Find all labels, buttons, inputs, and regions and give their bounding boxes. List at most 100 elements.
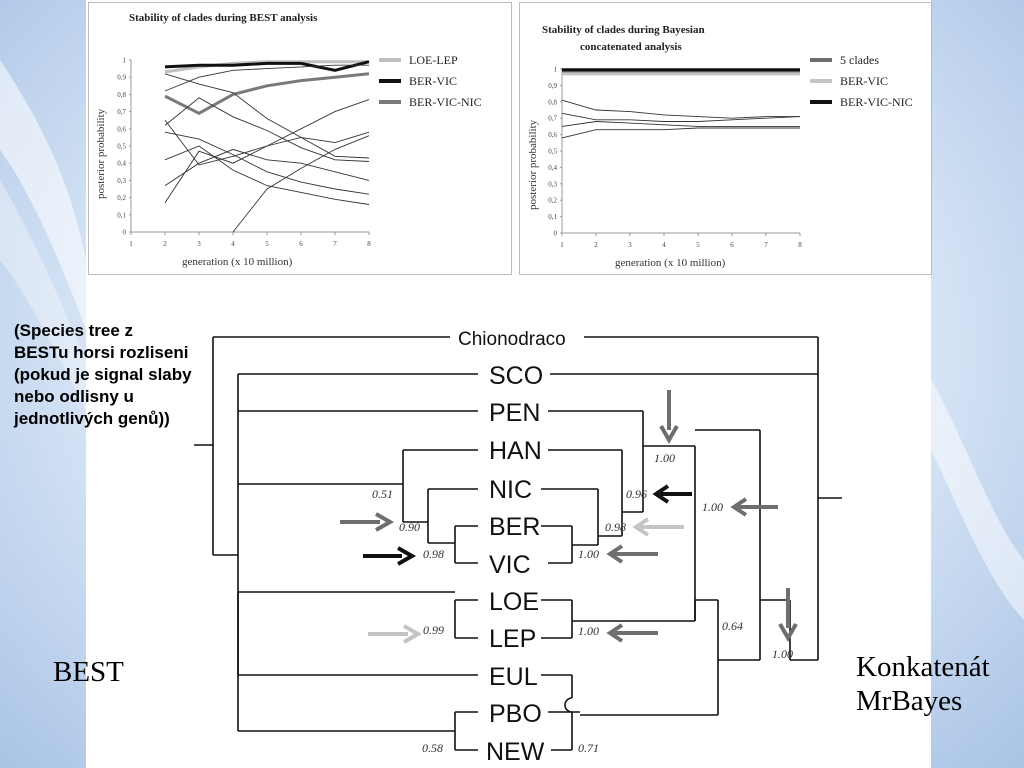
concat-tree [541,336,842,751]
chart0-ytick-4: 0,4 [117,160,126,168]
chart1-ytick-3: 0,3 [548,180,557,188]
chart0-series-0 [164,60,369,74]
best-support-loe-lep: 0.99 [423,623,444,637]
chart1-xtick-0: 1 [560,241,564,249]
chart0-ytick-1: 0,1 [117,211,126,219]
bayes-chart-title-line1: Stability of clades during Bayesian [542,24,705,36]
chart0-series-9 [164,131,370,204]
chart1-xtick-4: 5 [696,241,700,249]
chart0-ytick-0: 0 [123,229,127,237]
taxon-chionodraco: Chionodraco [458,329,566,350]
chart0-series-8 [164,148,370,186]
chart1-ytick-5: 0,5 [548,148,557,156]
chart1-series-3 [561,99,800,119]
taxon-pbo: PBO [489,700,542,728]
chart1-series-5 [561,121,800,127]
best-support-ber-vic: 0.98 [423,547,444,561]
taxon-han: HAN [489,437,542,465]
chart0-legend-label-1: BER-VIC [409,74,457,88]
arrow-best-loe-lep [368,624,423,644]
taxon-sco: SCO [489,362,543,390]
chart0-series-11 [232,135,370,233]
chart1-xtick-3: 4 [662,241,666,249]
chart1-xtick-5: 6 [730,241,734,249]
bayes-chart-xlabel: generation (x 10 million) [615,257,726,269]
arrow-concat-nic [652,484,692,504]
chart0-xtick-3: 4 [231,240,235,248]
concat-label-line2: MrBayes [856,685,963,717]
chart1-ytick-7: 0,7 [548,115,557,123]
concat-label: Konkatenát MrBayes [856,650,990,718]
chart1-ytick-0: 0 [554,230,558,238]
chart1-ytick-2: 0,2 [548,197,557,205]
chart1-xtick-7: 8 [798,241,802,249]
best-stability-chart: Stability of clades during BEST analysis… [88,2,512,275]
taxon-nic: NIC [489,476,532,504]
chart1-legend-label-2: BER-VIC-NIC [840,95,913,109]
bayes-chart-svg: Stability of clades during Bayesian conc… [527,24,913,269]
chart0-ytick-10: 1 [123,57,127,65]
chart0-legend-label-0: LOE-LEP [409,53,458,67]
taxon-ber: BER [489,513,540,541]
chart0-xtick-7: 8 [367,240,371,248]
concat-support-pen: 1.00 [654,451,675,465]
best-support-nic-han: 0.51 [372,487,393,501]
species-tree-note: (Species tree z BESTu horsi rozliseni (p… [14,321,192,428]
bayes-chart-ylabel: posterior probability [527,119,539,210]
chart0-ytick-9: 0,9 [117,74,126,82]
chart0-series-5 [164,99,370,166]
taxon-eul: EUL [489,663,538,691]
best-chart-xlabel: generation (x 10 million) [182,256,293,268]
concat-support-ber-vic-nic: 0.98 [605,520,626,534]
chart1-xtick-1: 2 [594,241,598,249]
arrow-concat-ber-vic [606,544,658,564]
arrow-concat-loe-lep [606,623,658,643]
chart0-ytick-5: 0,5 [117,143,126,151]
arrow-concat-root2 [778,588,798,643]
chart0-xtick-6: 7 [333,240,337,248]
chart0-xtick-2: 3 [197,240,201,248]
chart0-ytick-6: 0,6 [117,125,126,133]
taxon-lep: LEP [489,625,536,653]
chart1-ytick-9: 0,9 [548,82,557,90]
chart1-xtick-6: 7 [764,241,768,249]
chart1-ytick-10: 1 [554,66,558,74]
chart0-xtick-0: 1 [129,240,133,248]
chart1-ytick-4: 0,4 [548,164,557,172]
arrow-best-ber-vic-nic [340,512,395,532]
chart0-series-1 [164,60,370,72]
taxon-new: NEW [486,738,545,766]
concat-support-mid: 0.64 [722,619,743,633]
chart0-xtick-1: 2 [163,240,167,248]
taxon-vic: VIC [489,551,531,579]
chart0-legend-label-2: BER-VIC-NIC [409,95,482,109]
chart1-xtick-2: 3 [628,241,632,249]
arrow-concat-pen [659,390,679,445]
phylogenetic-trees: Chionodraco SCO PEN HAN NIC BER VIC LOE … [194,329,842,766]
chart0-ytick-7: 0,7 [117,108,126,116]
arrow-best-ber-vic [363,546,417,566]
concat-label-line1: Konkatenát [856,651,990,683]
chart0-series-10 [164,97,370,162]
taxon-loe: LOE [489,588,539,616]
chart1-ytick-8: 0,8 [548,98,557,106]
concat-support-ber-vic: 1.00 [578,547,599,561]
chart0-ytick-2: 0,2 [117,194,126,202]
chart1-ytick-1: 0,1 [548,213,557,221]
taxon-pen: PEN [489,399,540,427]
chart0-xtick-4: 5 [265,240,269,248]
chart1-legend-label-0: 5 clades [840,53,879,67]
chart1-legend-label-1: BER-VIC [840,74,888,88]
arrow-concat-ber-vic-nic [632,517,684,537]
chart0-series-3 [164,64,369,92]
chart1-series-4 [561,112,801,122]
concat-support-nic: 0.96 [626,487,647,501]
chart0-ytick-8: 0,8 [117,91,126,99]
chart0-series-6 [164,131,370,195]
best-support-ber-vic-nic: 0.90 [399,520,420,534]
best-chart-ylabel: posterior probability [95,108,107,199]
arrow-concat-outer [730,497,778,517]
bayes-stability-chart: Stability of clades during Bayesian conc… [519,2,932,275]
best-tree [194,336,478,751]
chart0-series-2 [164,72,370,115]
